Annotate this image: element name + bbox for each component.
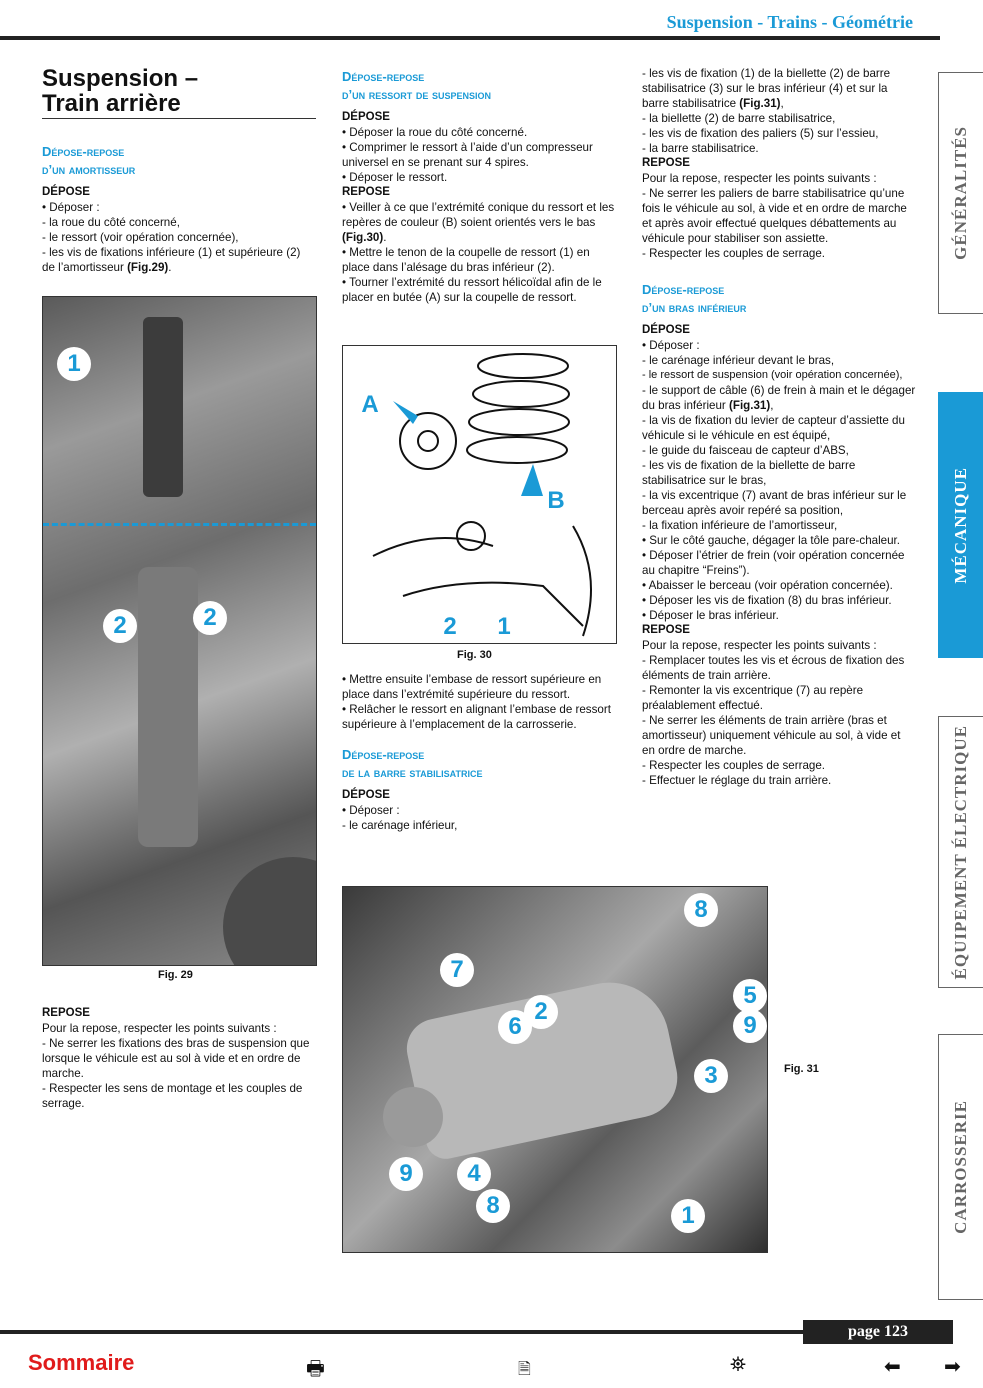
printer-icon[interactable]: 🖶 — [306, 1358, 325, 1380]
label-1: 1 — [497, 613, 511, 640]
column-1-repose: REPOSE Pour la repose, respecter les poi… — [42, 1007, 310, 1110]
label-1: 1 — [57, 347, 91, 381]
label-2a: 2 — [103, 609, 137, 643]
photo-split-line — [43, 523, 316, 526]
brake-disc — [223, 857, 316, 965]
label-3: 3 — [694, 1059, 728, 1093]
tab-mecanique[interactable]: MÉCANIQUE — [938, 392, 983, 658]
column-3: - les vis de fixation (1) de la biellett… — [642, 67, 916, 787]
tab-carrosserie[interactable]: CARROSSERIE — [938, 1034, 983, 1300]
figure-29-caption: Fig. 29 — [158, 969, 193, 981]
label-6: 6 — [498, 1010, 532, 1044]
running-header: Suspension - Trains - Géométrie — [666, 12, 913, 32]
subheading-depose: DÉPOSE — [42, 186, 90, 198]
figure-30-caption: Fig. 30 — [457, 649, 492, 661]
label-A: A — [361, 391, 379, 418]
label-9b: 9 — [389, 1157, 423, 1191]
header-rule — [0, 36, 940, 40]
page-number: page 123 — [803, 1320, 953, 1344]
label-8b: 8 — [476, 1189, 510, 1223]
footer-rule — [0, 1330, 940, 1334]
figure-30-drawing: A B 2 1 — [342, 345, 617, 644]
label-B: B — [547, 487, 565, 514]
label-8a: 8 — [684, 893, 718, 927]
binoculars-icon[interactable]: ⛯ — [730, 1354, 746, 1376]
column-2-lower: • Mettre ensuite l’embase de ressort sup… — [342, 672, 616, 833]
arrow-right-icon[interactable]: ➡ — [944, 1356, 961, 1378]
spring-diagram — [372, 353, 592, 637]
label-2b: 2 — [193, 601, 227, 635]
label-1: 1 — [671, 1199, 705, 1233]
label-9a: 9 — [733, 1009, 767, 1043]
column-1: Suspension – Train arrière Dépose-repose… — [42, 66, 316, 275]
zoom-page-icon[interactable]: 🗎 — [518, 1361, 531, 1378]
figure-29-photo: 1 2 2 — [42, 296, 317, 966]
bushing — [383, 1087, 443, 1147]
label-4: 4 — [457, 1157, 491, 1191]
arrow-left-icon[interactable]: ⬅ — [884, 1356, 901, 1378]
shock-absorber-upper — [143, 317, 183, 497]
label-5: 5 — [733, 979, 767, 1013]
figure-31-caption: Fig. 31 — [784, 1063, 819, 1075]
label-2: 2 — [443, 613, 457, 640]
figure-31-photo: 8 7 5 2 6 9 3 9 4 8 1 — [342, 886, 768, 1253]
tab-equipement-electrique[interactable]: ÉQUIPEMENT ÉLECTRIQUE — [938, 716, 983, 988]
page-title: Suspension – Train arrière — [42, 66, 316, 119]
shock-absorber-lower — [138, 567, 198, 847]
tab-generalites[interactable]: GÉNÉRALITÉS — [938, 72, 983, 314]
sommaire-link[interactable]: Sommaire — [28, 1350, 135, 1375]
label-7: 7 — [440, 953, 474, 987]
